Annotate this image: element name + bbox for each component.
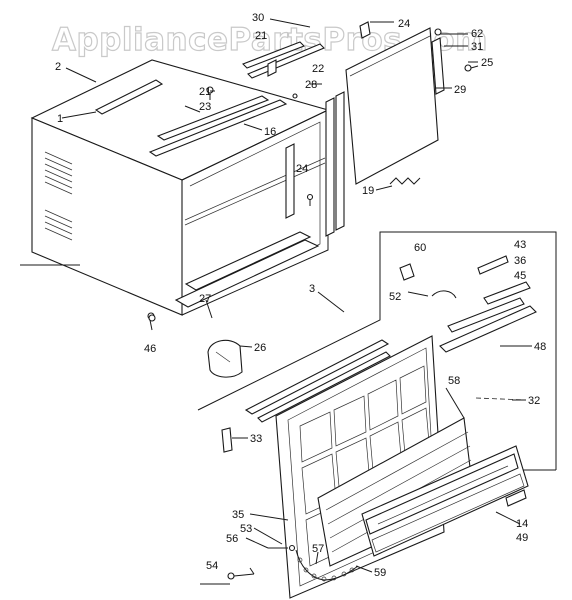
callout-49: 49 — [516, 532, 528, 544]
leader-lines — [61, 18, 532, 575]
cabinet-assembly — [20, 41, 345, 320]
callout-48: 48 — [534, 341, 546, 353]
callout-24: 24 — [296, 163, 308, 175]
front-grille-assembly — [197, 231, 557, 599]
callout-58: 58 — [448, 375, 460, 387]
callout-56: 56 — [226, 533, 238, 545]
callout-57: 57 — [312, 543, 324, 555]
callout-32: 32 — [528, 395, 540, 407]
callout-14: 14 — [516, 518, 528, 530]
callout-46: 46 — [144, 343, 156, 355]
callout-26: 26 — [254, 342, 266, 354]
loose-hardware — [148, 314, 243, 378]
callout-3: 3 — [309, 283, 315, 295]
callout-59: 59 — [374, 567, 386, 579]
callout-33: 33 — [250, 433, 262, 445]
callout-43: 43 — [514, 239, 526, 251]
callout-35: 35 — [232, 509, 244, 521]
callout-21-top: 21 — [255, 30, 267, 42]
callout-16: 16 — [264, 126, 276, 138]
callout-labels: 2 1 30 21 21 23 16 22 28 24 24 62 31 25 … — [55, 12, 546, 579]
callout-31: 31 — [471, 41, 483, 53]
callout-29: 29 — [454, 84, 466, 96]
callout-45: 45 — [514, 270, 526, 282]
callout-53: 53 — [240, 523, 252, 535]
callout-23: 23 — [199, 101, 211, 113]
callout-2: 2 — [55, 61, 61, 73]
callout-27: 27 — [199, 293, 211, 305]
callout-19: 19 — [362, 185, 374, 197]
back-panel-assembly — [345, 21, 479, 185]
callout-36: 36 — [514, 255, 526, 267]
callout-52: 52 — [389, 291, 401, 303]
callout-25: 25 — [481, 57, 493, 69]
callout-62: 62 — [471, 28, 483, 40]
callout-54: 54 — [206, 560, 218, 572]
callout-28: 28 — [305, 79, 317, 91]
callout-60: 60 — [414, 242, 426, 254]
callout-21: 21 — [199, 86, 211, 98]
callout-24-top: 24 — [398, 18, 410, 30]
callout-1: 1 — [57, 113, 63, 125]
callout-30: 30 — [252, 12, 264, 24]
callout-22: 22 — [312, 63, 324, 75]
